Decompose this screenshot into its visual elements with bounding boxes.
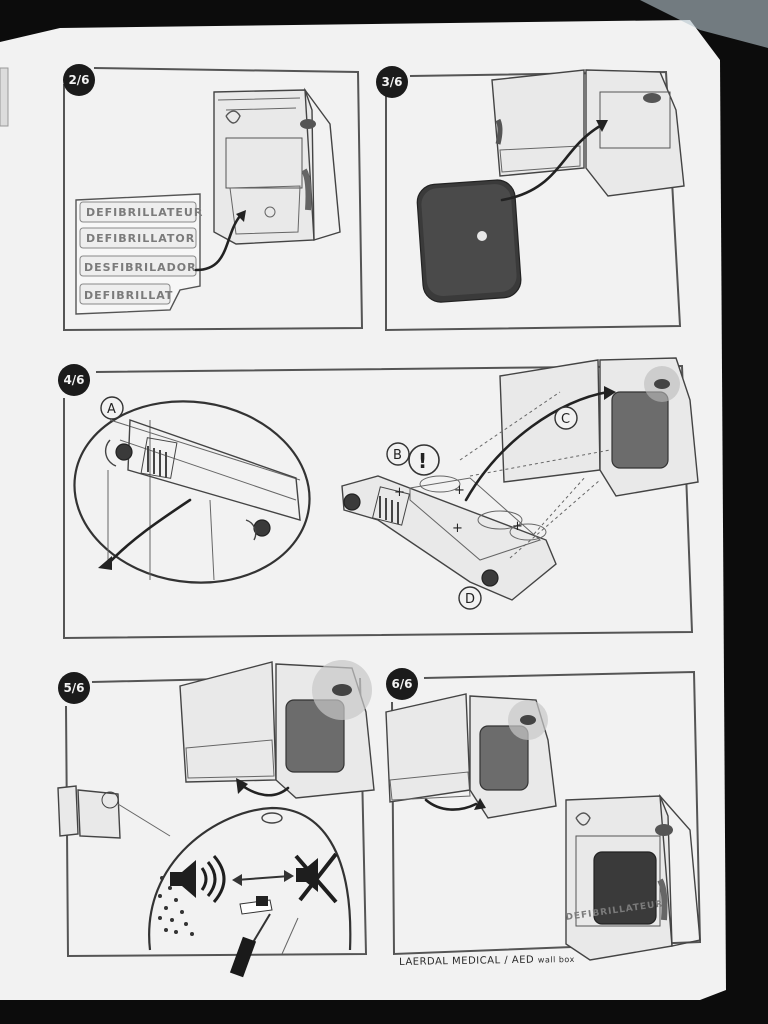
callout-d: D	[465, 592, 475, 607]
step-badge-4: 4/6	[58, 364, 90, 396]
speaker-on-icon	[170, 855, 226, 903]
svg-text:+: +	[454, 483, 465, 498]
callout-c: C	[561, 412, 570, 427]
svg-text:+: +	[452, 521, 463, 536]
aed-device	[479, 725, 529, 791]
step-badge-2: 2/6	[63, 64, 95, 96]
speaker-grille	[158, 876, 194, 936]
toggle-arrows-icon	[232, 870, 294, 886]
panel-step-5	[57, 660, 375, 978]
panel-step-6: DEFIBRILLATEUR	[385, 670, 702, 961]
arrow-icon	[104, 498, 192, 568]
warning-mark: !	[418, 449, 427, 473]
arrow-icon	[424, 798, 478, 811]
aed-device	[611, 391, 669, 469]
label-de: DEFIBRILLAT	[84, 289, 173, 302]
alarm-beacon	[655, 824, 673, 836]
panel-step-3	[385, 69, 685, 332]
cabinet-thumbnail	[57, 785, 121, 839]
aed-device-stored	[593, 851, 657, 925]
label-strips: DEFIBRILLATEUR DEFIBRILLATOR DESFIBRILAD…	[79, 201, 203, 305]
step-badge-3: 3/6	[376, 66, 408, 98]
arrow-icon	[194, 214, 242, 272]
alarm-beacon	[643, 93, 661, 103]
switch-slot	[239, 896, 273, 915]
label-en: DEFIBRILLATOR	[86, 232, 195, 245]
warning-icon	[408, 444, 440, 476]
arrow-icon	[464, 390, 610, 502]
panel-step-2: DEFIBRILLATEUR DEFIBRILLATOR DESFIBRILAD…	[63, 67, 364, 332]
corner-fold	[640, 0, 768, 48]
svg-text:+: +	[512, 519, 523, 534]
label-fr: DEFIBRILLATEUR	[86, 206, 203, 219]
callout-b: B	[393, 448, 402, 463]
svg-text:+: +	[394, 485, 405, 500]
zoom-detail	[73, 400, 311, 584]
arrow-icon	[500, 124, 602, 202]
speaker-muted-icon	[294, 852, 338, 904]
screwdriver-icon	[229, 913, 271, 978]
edge-tab	[0, 67, 9, 127]
step-badge-5: 5/6	[58, 672, 90, 704]
callout-a: A	[107, 402, 116, 417]
panel-step-4: + + + + A B C D !	[63, 357, 699, 640]
footer-brand: LAERDAL MEDICAL / AED	[399, 954, 535, 968]
footer-sub: wall box	[537, 954, 575, 965]
alarm-beacon	[300, 119, 316, 129]
step-badge-6: 6/6	[386, 668, 418, 700]
label-es: DESFIBRILADOR	[84, 261, 197, 274]
